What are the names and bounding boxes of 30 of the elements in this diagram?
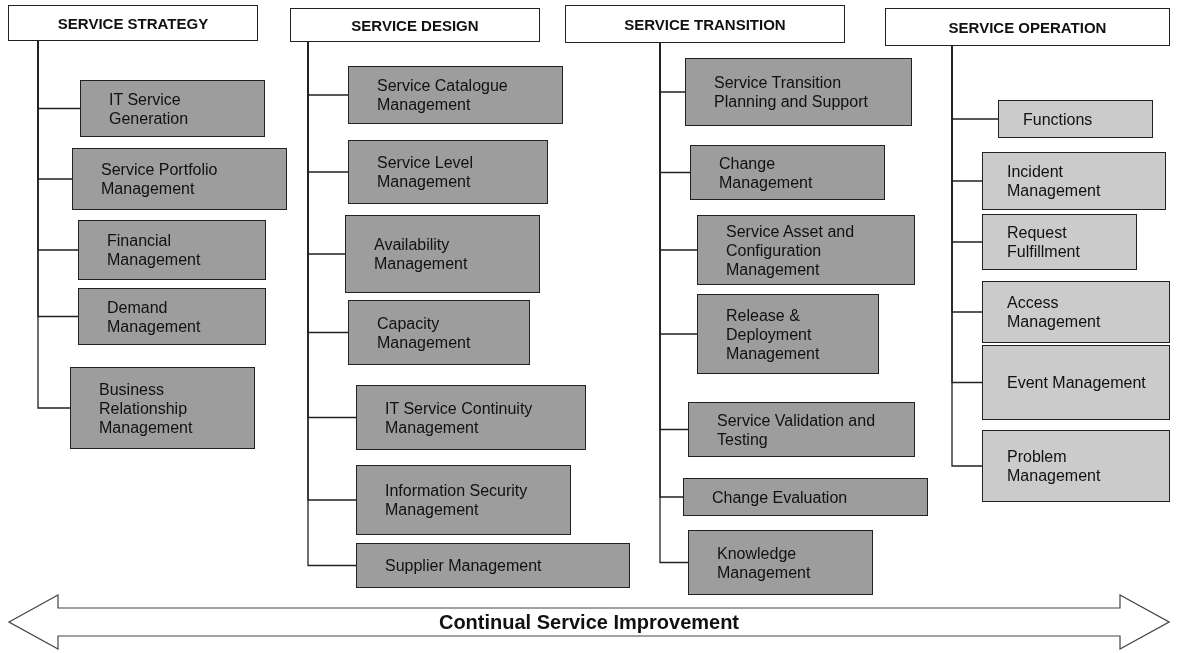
process-box: Availability Management (345, 215, 540, 293)
process-box: Demand Management (78, 288, 266, 345)
process-box: Request Fulfillment (982, 214, 1137, 270)
process-box: Knowledge Management (688, 530, 873, 595)
process-box: Problem Management (982, 430, 1170, 502)
process-box: Functions (998, 100, 1153, 138)
process-box: IT Service Generation (80, 80, 265, 137)
process-box: Access Management (982, 281, 1170, 343)
category-header: SERVICE DESIGN (290, 8, 540, 42)
process-box: Service Portfolio Management (72, 148, 287, 210)
process-box: Service Transition Planning and Support (685, 58, 912, 126)
process-box: IT Service Continuity Management (356, 385, 586, 450)
process-box: Service Level Management (348, 140, 548, 204)
process-box: Change Evaluation (683, 478, 928, 516)
process-box: Supplier Management (356, 543, 630, 588)
process-box: Business Relationship Management (70, 367, 255, 449)
process-box: Service Catalogue Management (348, 66, 563, 124)
process-box: Capacity Management (348, 300, 530, 365)
category-header: SERVICE STRATEGY (8, 5, 258, 41)
process-box: Event Management (982, 345, 1170, 420)
category-header: SERVICE OPERATION (885, 8, 1170, 46)
category-header: SERVICE TRANSITION (565, 5, 845, 43)
process-box: Service Asset and Configuration Management (697, 215, 915, 285)
process-box: Release & Deployment Management (697, 294, 879, 374)
process-box: Financial Management (78, 220, 266, 280)
banner-text: Continual Service Improvement (438, 612, 740, 632)
process-box: Change Management (690, 145, 885, 200)
process-box: Incident Management (982, 152, 1166, 210)
process-box: Information Security Management (356, 465, 571, 535)
process-box: Service Validation and Testing (688, 402, 915, 457)
